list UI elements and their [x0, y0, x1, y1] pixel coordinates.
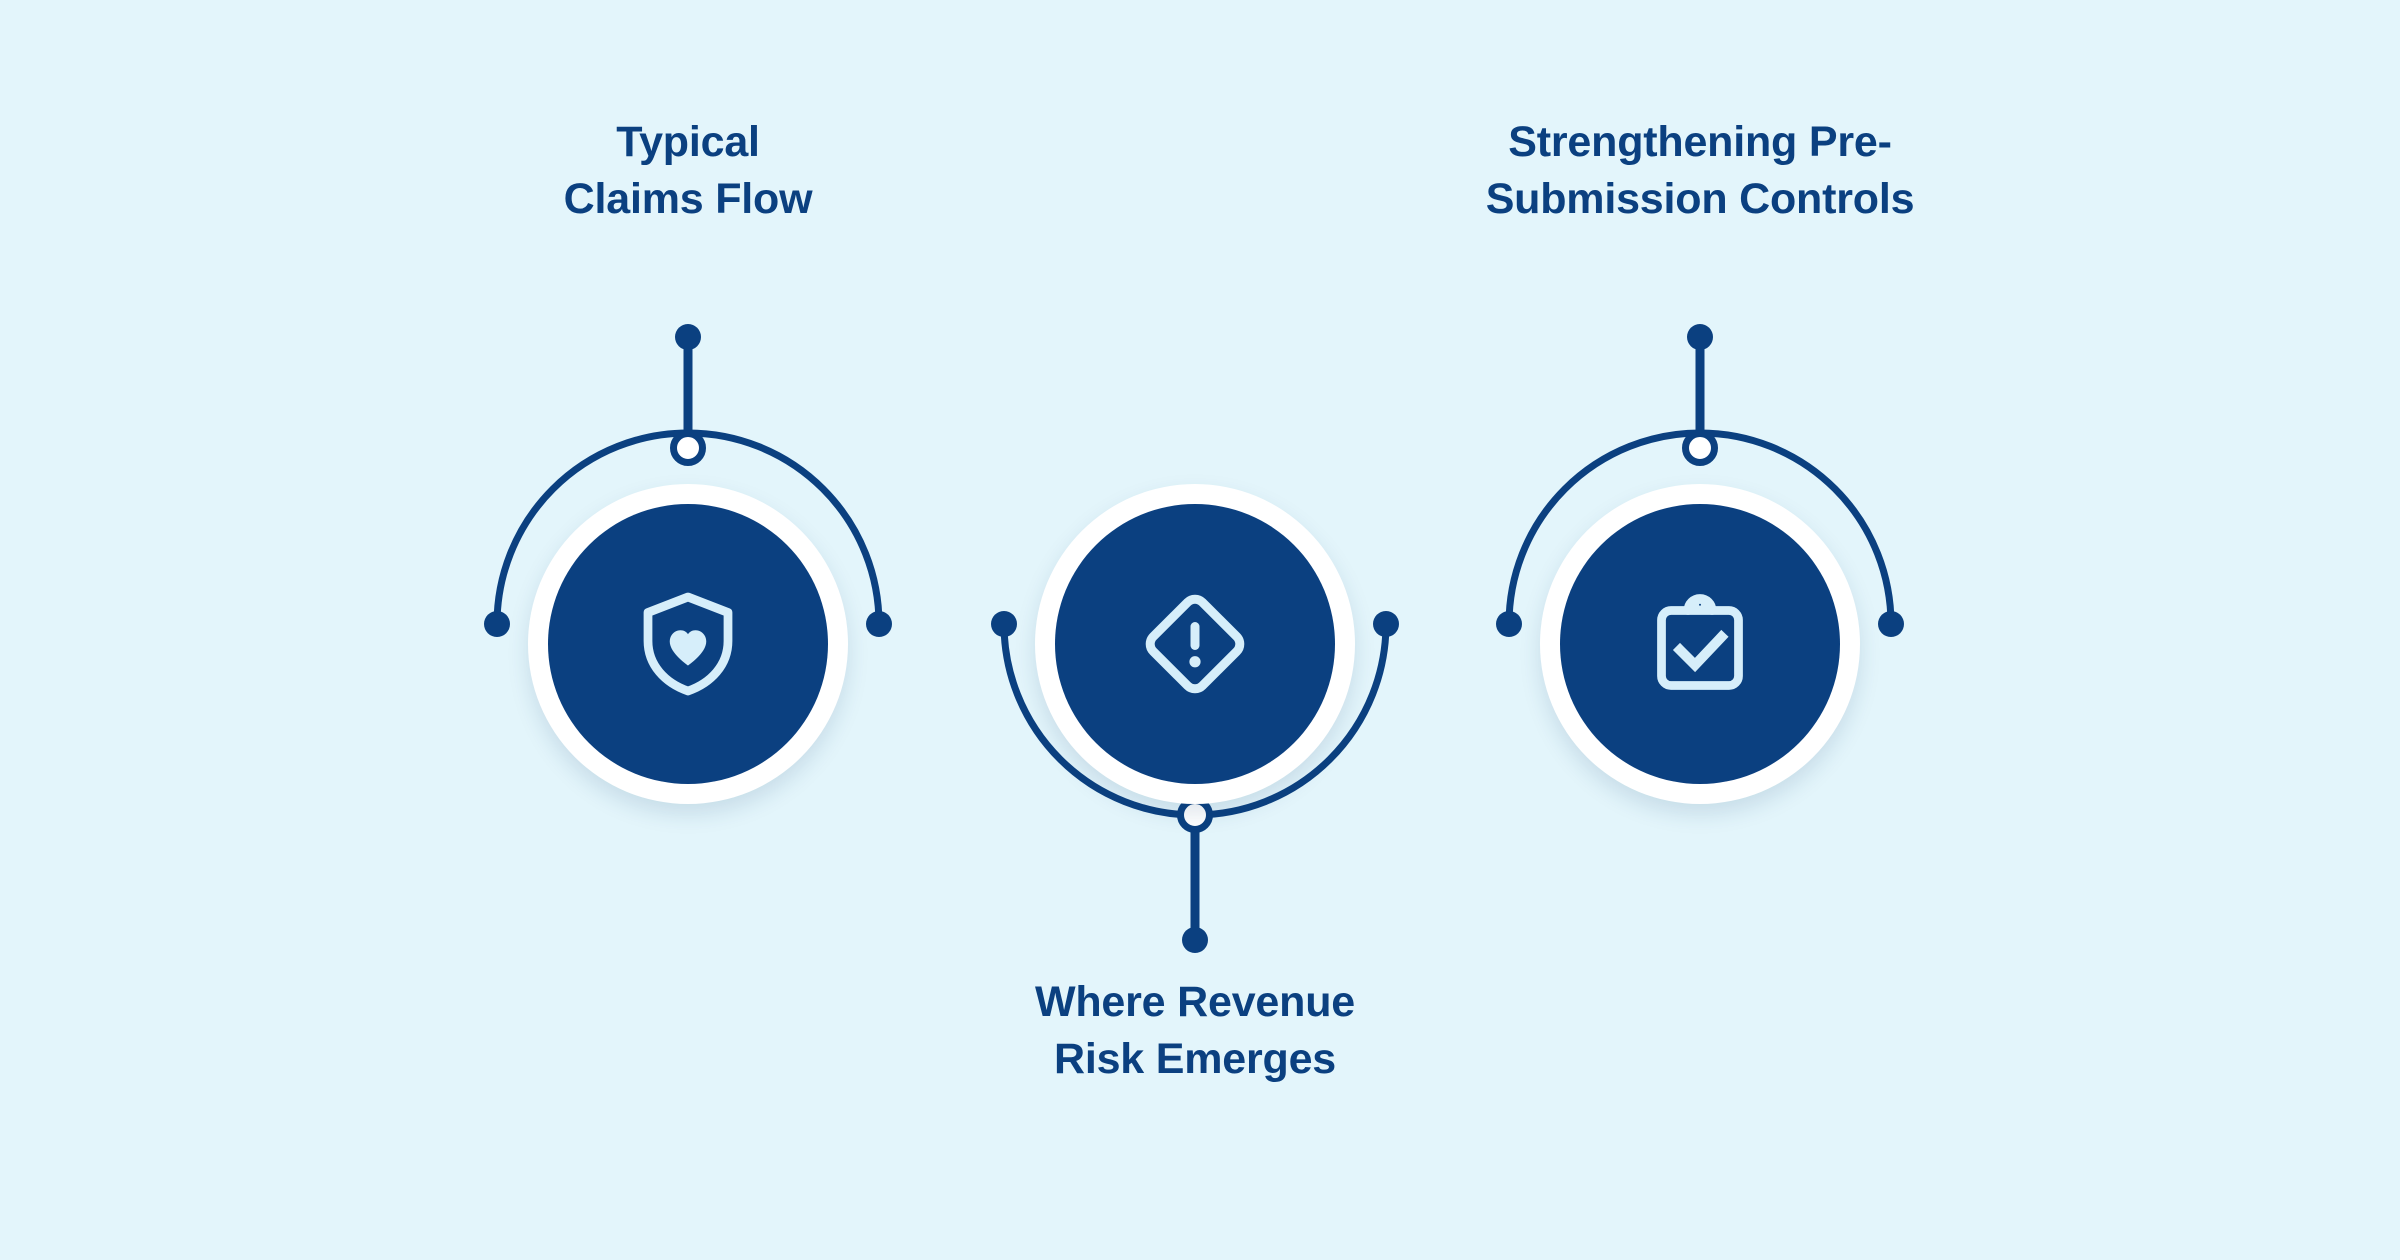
arc-endpoint-dot-right: [1878, 611, 1904, 637]
arc-hub-circle: [1682, 430, 1718, 466]
node-title-line-1: Strengthening Pre-: [1508, 118, 1892, 166]
node-title-line-2: Submission Controls: [1485, 174, 1915, 223]
arc-hub-circle: [670, 430, 706, 466]
arc-endpoint-dot-left: [1496, 611, 1522, 637]
node-medallion-inner: [548, 504, 828, 784]
alert-diamond-icon: [1145, 594, 1245, 694]
node-medallion-inner: [1560, 504, 1840, 784]
node-title-line-1: Where Revenue: [1034, 978, 1355, 1026]
arc-endpoint-dot-left: [484, 611, 510, 637]
node-title-line-1: Typical: [616, 118, 760, 166]
arc-endpoint-dot-left: [991, 611, 1017, 637]
arc-endpoint-dot-right: [866, 611, 892, 637]
arc-endpoint-dot-right: [1373, 611, 1399, 637]
stem-terminal-dot: [1182, 927, 1208, 953]
node-title: Strengthening Pre- Submission Controls: [1390, 114, 2010, 228]
arc-hub-circle: [1177, 797, 1213, 833]
node-title: Typical Claims Flow: [378, 114, 998, 228]
node-title-line-2: Risk Emerges: [1053, 1034, 1337, 1083]
node-title: Where Revenue Risk Emerges: [885, 974, 1505, 1088]
shield-heart-icon: [643, 592, 733, 696]
stem-terminal-dot: [1687, 324, 1713, 350]
clipboard-check-icon: [1657, 594, 1743, 690]
node-medallion[interactable]: [1540, 484, 1860, 804]
node-medallion[interactable]: [1035, 484, 1355, 804]
stem-terminal-dot: [675, 324, 701, 350]
node-medallion-inner: [1055, 504, 1335, 784]
node-medallion[interactable]: [528, 484, 848, 804]
node-title-line-2: Claims Flow: [563, 174, 813, 223]
